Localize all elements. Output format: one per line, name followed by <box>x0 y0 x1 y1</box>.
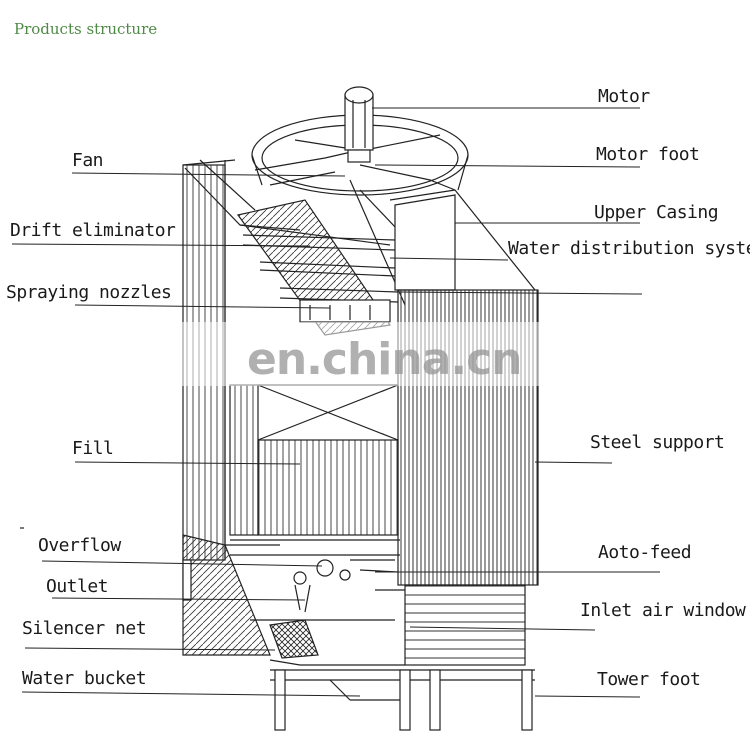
watermark: en.china.cn <box>247 334 523 385</box>
label-water-bucket: Water bucket <box>22 668 147 689</box>
watermark-band <box>0 322 750 386</box>
label-water-distribution: Water distribution system <box>508 238 750 259</box>
label-drift-eliminator: Drift eliminator <box>10 220 176 241</box>
label-motor-foot: Motor foot <box>596 144 700 165</box>
label-auto-feed: Aoto-feed <box>598 542 692 563</box>
diagram-title: Products structure <box>14 20 158 38</box>
label-overflow: Overflow <box>38 535 121 556</box>
label-spraying-nozzles: Spraying nozzles <box>6 282 172 303</box>
label-outlet: Outlet <box>46 576 109 597</box>
label-upper-casing: Upper Casing <box>594 202 719 223</box>
tower-outline <box>20 86 539 731</box>
label-fan: Fan <box>72 150 104 171</box>
label-tower-foot: Tower foot <box>597 669 701 690</box>
label-steel-support: Steel support <box>590 432 725 453</box>
label-silencer-net: Silencer net <box>22 618 147 639</box>
label-fill: Fill <box>72 438 114 459</box>
leader-lines <box>11 107 660 698</box>
label-motor: Motor <box>598 86 650 107</box>
label-inlet-air-window: Inlet air window <box>580 600 746 621</box>
